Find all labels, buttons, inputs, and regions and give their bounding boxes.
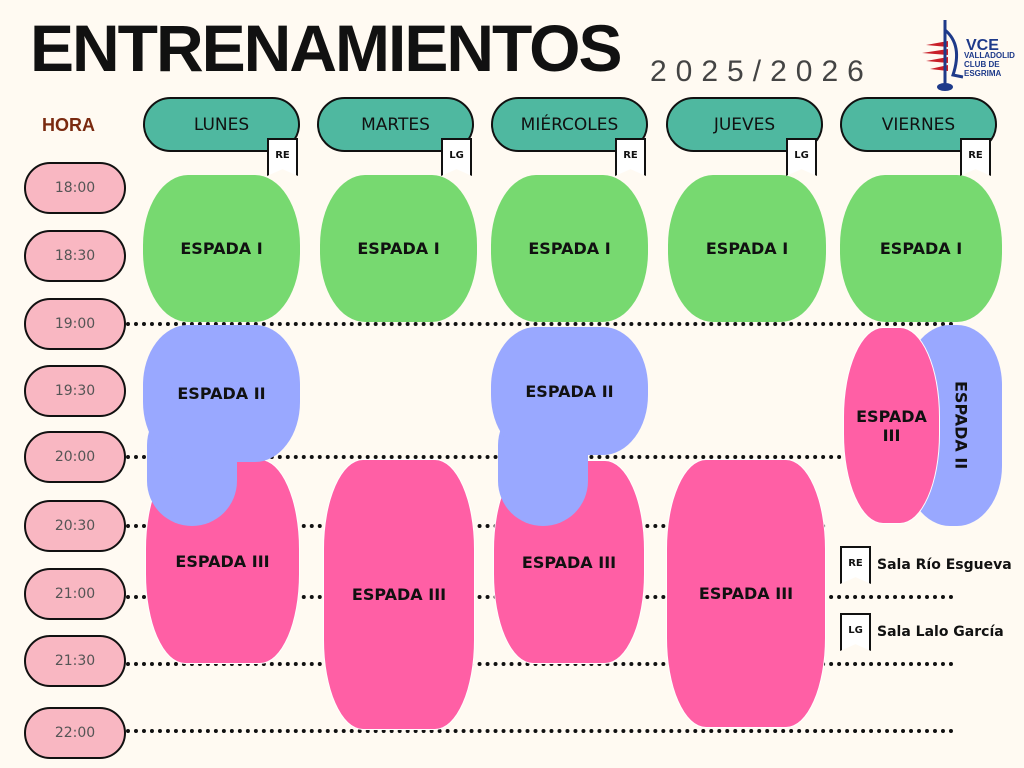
- time-slot: 19:30: [24, 365, 126, 417]
- time-slot: 21:00: [24, 568, 126, 620]
- class-espada-1-viernes: ESPADA I: [840, 175, 1002, 322]
- class-espada-1-martes: ESPADA I: [320, 175, 477, 322]
- time-slot: 21:30: [24, 635, 126, 687]
- page-title: ENTRENAMIENTOS: [30, 11, 622, 85]
- divider: [126, 729, 954, 733]
- divider: [126, 662, 954, 666]
- legend-item: LG Sala Lalo García: [840, 613, 1004, 651]
- class-label: ESPADA II: [951, 381, 971, 470]
- venue-badge: RE: [960, 138, 991, 176]
- hora-label: HORA: [42, 115, 95, 135]
- day-header-lunes: LUNES: [143, 97, 300, 152]
- divider: [126, 524, 826, 528]
- class-espada-1-lunes: ESPADA I: [143, 175, 300, 322]
- class-espada-3-jueves: ESPADA III: [666, 459, 826, 728]
- season: 2025/2026: [650, 55, 873, 88]
- fencer-logo-icon: VCE: [922, 20, 999, 91]
- venue-badge: RE: [267, 138, 298, 176]
- class-espada-3-martes: ESPADA III: [323, 459, 475, 730]
- class-espada-1-jueves: ESPADA I: [668, 175, 826, 322]
- class-espada-2-miercoles: ESPADA II: [491, 327, 648, 455]
- venue-badge: LG: [840, 613, 871, 651]
- time-slot: 22:00: [24, 707, 126, 759]
- venue-badge: LG: [441, 138, 472, 176]
- time-slot: 20:30: [24, 500, 126, 552]
- time-slot: 20:00: [24, 431, 126, 483]
- logo-subtitle: VALLADOLID CLUB DE ESGRIMA: [964, 51, 1015, 78]
- svg-text:VCE: VCE: [966, 37, 999, 54]
- divider: [126, 322, 954, 326]
- time-slot: 18:30: [24, 230, 126, 282]
- time-slot: 19:00: [24, 298, 126, 350]
- legend-item: RE Sala Río Esgueva: [840, 546, 1012, 584]
- legend-label: Sala Lalo García: [877, 624, 1004, 640]
- class-espada-3-viernes: ESPADA III: [843, 327, 940, 524]
- legend-label: Sala Río Esgueva: [877, 557, 1012, 573]
- venue-badge: RE: [840, 546, 871, 584]
- class-espada-1-miercoles: ESPADA I: [491, 175, 648, 322]
- time-slot: 18:00: [24, 162, 126, 214]
- class-espada-2-lunes: ESPADA II: [143, 325, 300, 462]
- venue-badge: RE: [615, 138, 646, 176]
- venue-badge: LG: [786, 138, 817, 176]
- club-logo: VCE: [918, 15, 1018, 95]
